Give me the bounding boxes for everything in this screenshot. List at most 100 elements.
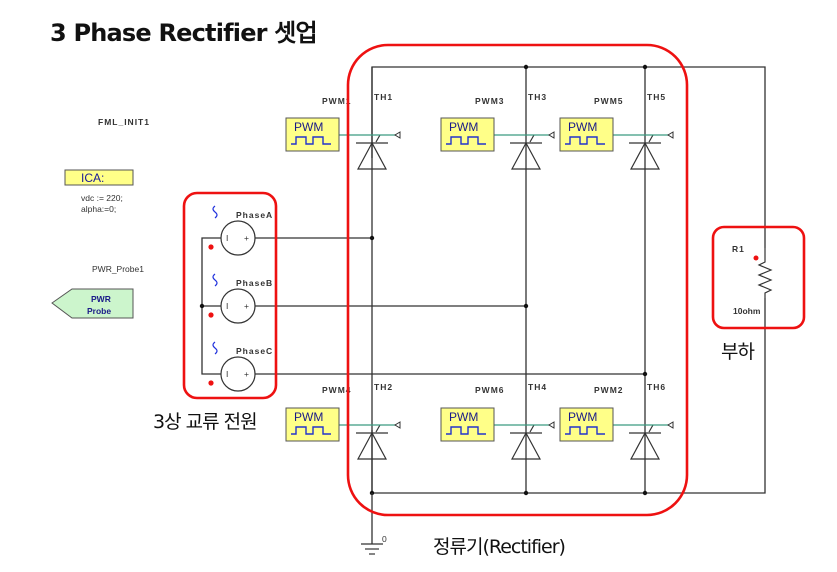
thyristor-triangle [510, 141, 542, 170]
pwm-name: PWM6 [475, 385, 505, 395]
thyristor-triangle [356, 431, 388, 460]
pwm-box [285, 117, 340, 152]
fml-init-label: FML_INIT1 [98, 117, 150, 127]
pwm-block-label: PWM [294, 120, 323, 134]
junction-node [642, 371, 648, 377]
ground: 0 [361, 493, 387, 555]
resistor-name: R1 [732, 244, 745, 254]
thyristor-name: TH6 [647, 382, 666, 392]
polarity-dot [208, 312, 214, 318]
ac-source[interactable]: I+PhaseA [208, 205, 273, 256]
gate-arrow-icon [548, 131, 555, 139]
probe-label: PWR_Probe1 [92, 264, 144, 274]
thyristor-triangle [356, 141, 388, 170]
load-resistor[interactable]: R1 10ohm [732, 244, 773, 316]
junction-node [523, 64, 529, 70]
source-name: PhaseA [236, 210, 273, 220]
ac-source[interactable]: I+PhaseC [208, 341, 273, 392]
gate-arrow-icon [667, 421, 674, 429]
code-line: alpha:=0; [81, 204, 116, 214]
gate-arrow-icon [394, 131, 401, 139]
junction-node [199, 303, 205, 309]
square-wave-icon [446, 136, 486, 145]
thyristor-name: TH2 [374, 382, 393, 392]
gate-lead [648, 424, 654, 433]
sine-wave-icon [212, 273, 218, 287]
junction-node [523, 303, 529, 309]
polarity-dot [208, 244, 214, 250]
pwm-box [559, 117, 614, 152]
pwm-block[interactable]: PWM [440, 117, 495, 152]
gate-arrow-icon [394, 421, 401, 429]
code-line: vdc := 220; [81, 193, 123, 203]
source-highlight [182, 191, 278, 400]
polarity-dot [208, 380, 214, 386]
probe-line1: PWR [91, 294, 111, 304]
pwm-name: PWM1 [322, 96, 352, 106]
load-highlight [711, 225, 806, 330]
power-probe[interactable]: PWR_Probe1 PWR Probe [51, 264, 144, 319]
ica-block[interactable] [64, 169, 134, 186]
thyristor-triangle [629, 141, 661, 170]
gate-lead [375, 134, 381, 143]
resistor-value: 10ohm [733, 306, 761, 316]
top-rail [371, 66, 766, 248]
junction-node [369, 235, 375, 241]
pwm-name: PWM3 [475, 96, 505, 106]
square-wave-icon [446, 426, 486, 435]
thyristor-name: TH4 [528, 382, 547, 392]
page-title: 3 Phase Rectifier 셋업 [50, 19, 318, 47]
thyristor-bridge: TH1PWM1PWMTH3PWM3PWMTH5PWM5PWMTH2PWM4PWM… [285, 92, 674, 460]
pwm-block[interactable]: PWM [285, 117, 340, 152]
square-wave-icon [291, 426, 331, 435]
source-circle-icon [220, 288, 256, 324]
source-minus-terminal: I [226, 369, 228, 379]
pwm-block[interactable]: PWM [285, 407, 340, 442]
pwm-block[interactable]: PWM [440, 407, 495, 442]
pwm-block[interactable]: PWM [559, 407, 614, 442]
pwm-block-label: PWM [449, 120, 478, 134]
fml-init-block[interactable]: FML_INIT1 ICA: vdc := 220; alpha:=0; [64, 117, 150, 214]
source-minus-terminal: I [226, 301, 228, 311]
square-wave-icon [291, 136, 331, 145]
pwm-name: PWM5 [594, 96, 624, 106]
junction-node [523, 490, 529, 496]
sine-wave-icon [212, 205, 218, 219]
pwm-name: PWM4 [322, 385, 352, 395]
pwm-box [285, 407, 340, 442]
thyristor-triangle [629, 431, 661, 460]
thyristor-name: TH3 [528, 92, 547, 102]
gate-lead [529, 134, 535, 143]
pwm-box [440, 407, 495, 442]
square-wave-icon [565, 426, 605, 435]
square-wave-icon [565, 136, 605, 145]
pwm-name: PWM2 [594, 385, 624, 395]
sine-wave-icon [212, 341, 218, 355]
gate-arrow-icon [667, 131, 674, 139]
thyristor-triangle [510, 431, 542, 460]
ac-source[interactable]: I+PhaseB [208, 273, 273, 324]
polarity-dot [753, 255, 759, 261]
pwm-block-label: PWM [568, 120, 597, 134]
thyristor-name: TH5 [647, 92, 666, 102]
load-annotation: 부하 [721, 341, 754, 363]
gate-lead [648, 134, 654, 143]
thyristor-name: TH1 [374, 92, 393, 102]
source-circle-icon [220, 220, 256, 256]
pwm-block-label: PWM [294, 410, 323, 424]
source-plus-terminal: + [244, 369, 249, 379]
source-plus-terminal: + [244, 301, 249, 311]
pwm-block[interactable]: PWM [559, 117, 614, 152]
pwm-box [559, 407, 614, 442]
junction-node [642, 490, 648, 496]
source-annotation: 3상 교류 전원 [153, 411, 257, 433]
source-minus-terminal: I [226, 233, 228, 243]
